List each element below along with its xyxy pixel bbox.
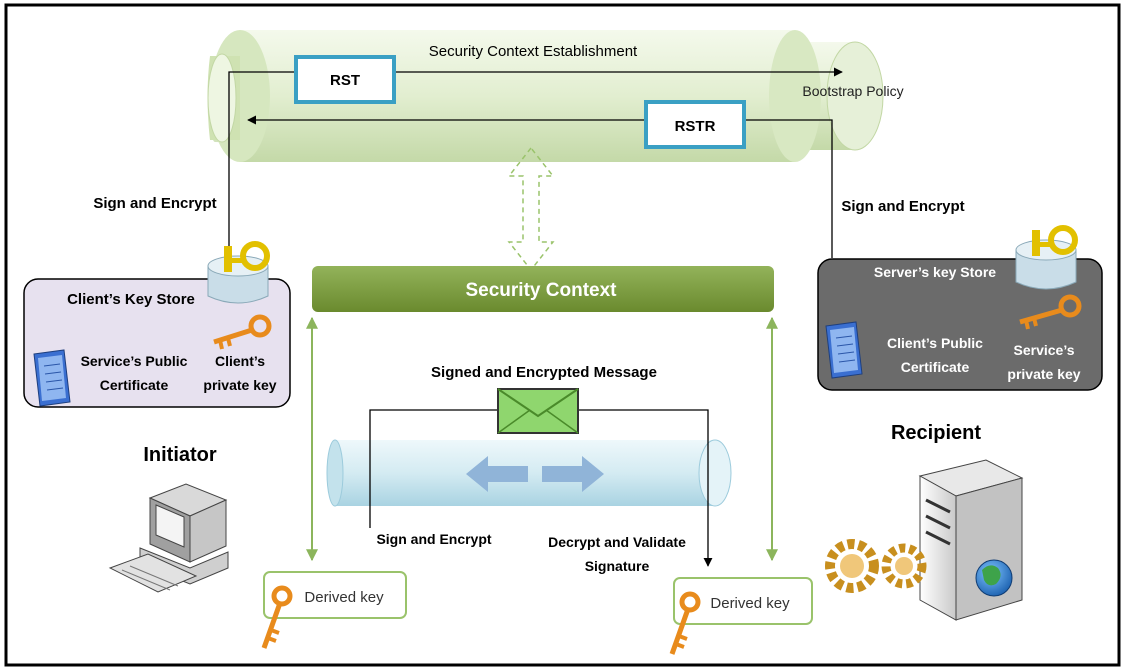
right-derived-key-box (673, 577, 813, 625)
security-context-label: Security Context (466, 280, 618, 301)
establishment-title: Security Context Establishment (429, 43, 638, 60)
decrypt-line1: Decrypt and Validate (548, 534, 686, 550)
client-key-store (23, 278, 291, 408)
key-store-icon (207, 241, 270, 304)
rstr-label: RSTR (675, 118, 716, 135)
server-cert-line1: Client’s Public (887, 335, 983, 351)
rstr-flow-line (247, 115, 833, 258)
left-blue-arrow (466, 456, 528, 492)
rst-label: RST (330, 72, 360, 89)
left-derived-key-label: Derived key (304, 589, 384, 606)
server-key-line1: Service’s (1014, 342, 1075, 358)
server-key-store (817, 258, 1103, 391)
client-cert-line1: Service’s Public (81, 353, 188, 369)
computer-icon (108, 483, 229, 593)
server-cert-line2: Certificate (901, 359, 970, 375)
decrypt-line2: Signature (585, 558, 650, 574)
client-cert-line2: Certificate (100, 377, 169, 393)
message-title: Signed and Encrypted Message (431, 364, 657, 381)
security-context-bar (312, 266, 774, 312)
recipient-label: Recipient (891, 422, 981, 444)
message-tube (326, 439, 732, 507)
key-icon (1019, 294, 1082, 330)
receive-line (578, 409, 713, 567)
key-store-icon (1015, 225, 1078, 290)
key-icon (213, 314, 272, 350)
client-key-store-title: Client’s Key Store (67, 291, 195, 308)
client-key-line2: private key (203, 377, 276, 393)
send-line (369, 409, 498, 528)
right-sign-encrypt-label: Sign and Encrypt (841, 198, 964, 215)
globe-icon (975, 559, 1013, 597)
certificate-icon (825, 321, 863, 379)
gears-icon (825, 539, 927, 593)
initiator-label: Initiator (143, 444, 217, 466)
server-icon (918, 459, 1024, 621)
server-key-store-title: Server’s key Store (874, 264, 996, 280)
left-derived-key-box (263, 571, 407, 619)
key-icon (669, 591, 701, 655)
left-sign-encrypt-label: Sign and Encrypt (93, 195, 216, 212)
right-blue-arrow (542, 456, 604, 492)
rstr-box (644, 100, 746, 149)
server-key-line2: private key (1007, 366, 1080, 382)
certificate-icon (33, 349, 71, 407)
bootstrap-policy-label: Bootstrap Policy (802, 83, 903, 99)
right-derived-key-label: Derived key (710, 595, 790, 612)
client-key-line1: Client’s (215, 353, 265, 369)
rst-flow-line (228, 67, 843, 248)
center-sign-encrypt-label: Sign and Encrypt (376, 531, 491, 547)
envelope-icon (497, 388, 579, 434)
rst-box (294, 55, 396, 104)
key-icon (261, 585, 293, 649)
